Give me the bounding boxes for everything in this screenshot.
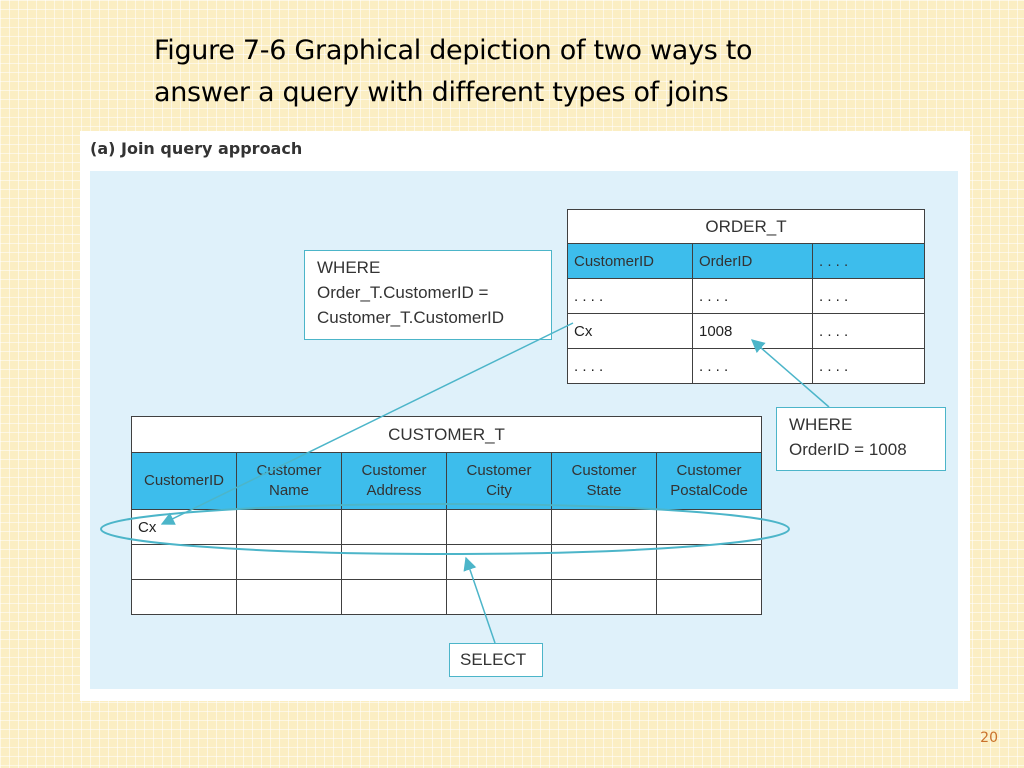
where-order-line-1: WHERE — [789, 415, 853, 434]
where-order-callout: WHERE OrderID = 1008 — [776, 407, 946, 471]
customer-cell — [551, 509, 657, 545]
customer-cell — [655, 509, 763, 545]
orderid-arrow — [750, 339, 830, 408]
page-number: 20 — [980, 730, 998, 746]
order-cell: . . . . — [692, 278, 813, 314]
select-arrow — [463, 556, 496, 644]
customer-header-address: Customer Address — [341, 452, 447, 510]
order-cell: . . . . — [692, 348, 813, 384]
customer-cell — [131, 579, 237, 615]
customer-cell — [446, 579, 552, 615]
join-arrow — [160, 322, 574, 525]
customer-table: CUSTOMER_T CustomerID Customer Name Cust… — [130, 416, 763, 615]
slide-title-line-2: answer a query with different types of j… — [154, 77, 729, 108]
order-table: ORDER_T CustomerID OrderID . . . . . . .… — [566, 209, 926, 384]
order-cell: . . . . — [811, 348, 926, 384]
customer-header-postalcode: Customer PostalCode — [655, 452, 763, 510]
order-cell: Cx — [567, 313, 693, 349]
customer-header-city: Customer City — [446, 452, 552, 510]
select-callout: SELECT — [449, 643, 543, 677]
order-header-orderid: OrderID — [692, 243, 813, 279]
customer-cell — [236, 579, 342, 615]
customer-cell — [551, 579, 657, 615]
where-join-callout: WHERE Order_T.CustomerID = Customer_T.Cu… — [304, 250, 552, 340]
customer-cell — [341, 509, 447, 545]
customer-cell — [341, 544, 447, 580]
select-label: SELECT — [460, 650, 527, 669]
customer-cell — [655, 579, 763, 615]
slide-title: Figure 7-6 Graphical depiction of two wa… — [154, 30, 914, 114]
table-row: . . . . . . . . . . . . — [567, 348, 926, 384]
order-cell: . . . . — [567, 348, 693, 384]
slide-title-line-1: Figure 7-6 Graphical depiction of two wa… — [154, 35, 753, 66]
table-row: . . . . . . . . . . . . — [567, 278, 926, 314]
where-join-line-3: Customer_T.CustomerID — [317, 308, 505, 327]
table-row: Cx — [131, 509, 763, 545]
where-join-line-1: WHERE — [317, 258, 381, 277]
where-join-line-2: Order_T.CustomerID = — [317, 283, 489, 302]
order-cell: . . . . — [811, 313, 926, 349]
order-header-customerid: CustomerID — [567, 243, 693, 279]
order-cell: . . . . — [811, 278, 926, 314]
customer-cell — [341, 579, 447, 615]
selection-ellipse — [100, 503, 790, 555]
order-cell: . . . . — [567, 278, 693, 314]
subfigure-label: (a) Join query approach — [90, 139, 303, 158]
customer-header-state: Customer State — [551, 452, 657, 510]
customer-table-title: CUSTOMER_T — [130, 416, 763, 453]
customer-cell — [446, 509, 552, 545]
table-row — [131, 579, 763, 615]
order-header-more: . . . . — [811, 243, 926, 279]
customer-cell — [236, 544, 342, 580]
where-order-line-2: OrderID = 1008 — [789, 440, 907, 459]
